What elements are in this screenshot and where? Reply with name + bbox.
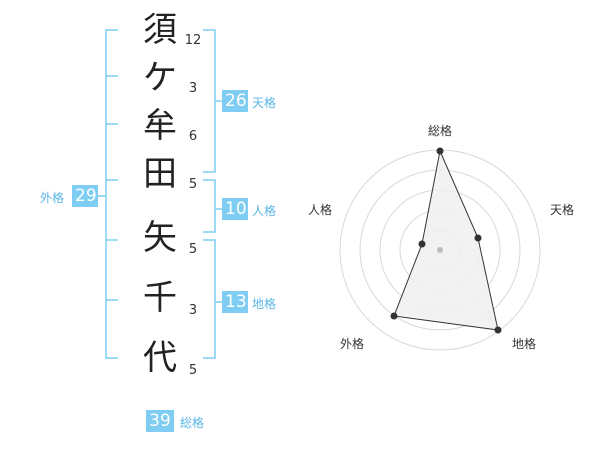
tenkaku-bracket	[203, 29, 216, 173]
name-char-1: 須	[143, 10, 177, 50]
radar-label-top: 総格	[427, 124, 452, 138]
stroke-count-3: 6	[188, 129, 198, 144]
stroke-count-1: 12	[184, 33, 202, 48]
radar-chart	[339, 147, 541, 351]
radar-label-bottom-left: 外格	[339, 337, 364, 351]
chikaku-bracket	[203, 239, 216, 359]
stroke-count-7: 5	[188, 363, 198, 378]
radar-label-left: 人格	[307, 203, 332, 217]
gaikaku-value-badge: 29	[72, 185, 98, 207]
stroke-count-2: 3	[188, 81, 198, 96]
radar-label-right: 天格	[549, 203, 574, 217]
radar-point-gaikaku	[390, 312, 398, 320]
chikaku-label: 地格	[252, 297, 277, 311]
name-char-4: 田	[143, 154, 177, 194]
gaikaku-label: 外格	[40, 191, 65, 205]
radar-point-soukaku	[436, 147, 444, 155]
tenkaku-label: 天格	[252, 96, 277, 110]
jinkaku-label: 人格	[252, 204, 277, 218]
radar-point-jinkaku	[418, 240, 426, 248]
stroke-count-6: 3	[188, 303, 198, 318]
jinkaku-bracket	[203, 179, 216, 233]
name-char-6: 千	[143, 278, 177, 318]
stroke-count-4: 5	[188, 177, 198, 192]
radar-point-tenkaku	[474, 234, 482, 242]
gaikaku-bracket	[105, 29, 118, 359]
name-char-3: 牟	[143, 106, 177, 146]
radar-center	[437, 247, 443, 253]
radar-label-bottom-right: 地格	[511, 337, 536, 351]
name-char-7: 代	[143, 338, 177, 378]
stroke-count-5: 5	[188, 242, 198, 257]
tenkaku-value-badge: 26	[222, 90, 248, 112]
name-char-5: 矢	[143, 218, 177, 258]
soukaku-value-badge: 39	[146, 410, 174, 432]
radar-point-chikaku	[494, 326, 502, 334]
jinkaku-value-badge: 10	[222, 198, 248, 220]
soukaku-label: 総格	[180, 416, 205, 430]
radar-polygon	[393, 149, 499, 331]
chikaku-value-badge: 13	[222, 291, 248, 313]
name-char-2: ケ	[143, 58, 177, 98]
